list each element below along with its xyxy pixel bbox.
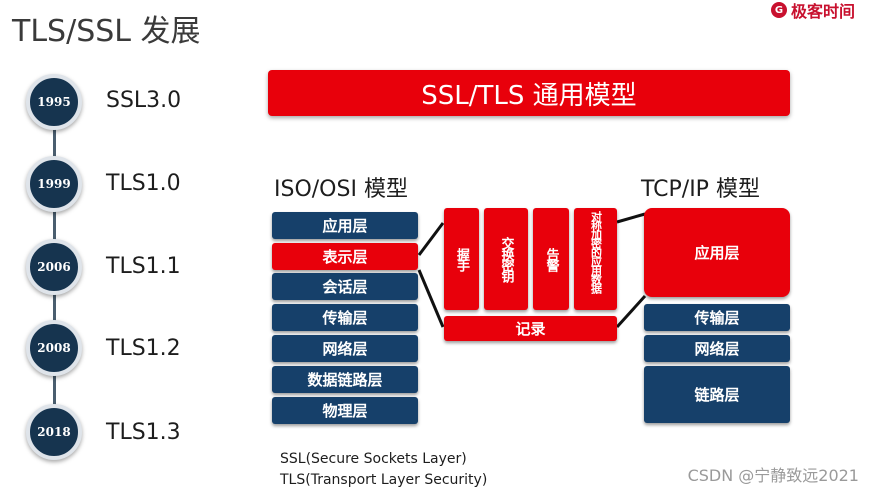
iso-osi-title: ISO/OSI 模型 <box>274 177 408 202</box>
connector-iso-top <box>417 222 445 256</box>
timeline-version-2006: TLS1.1 <box>106 254 181 279</box>
tls-alert-block: 告警 <box>533 208 569 310</box>
connector-tcp-top <box>616 212 646 224</box>
timeline-year-2018: 2018 <box>26 404 82 460</box>
timeline-version-2008: TLS1.2 <box>106 336 181 361</box>
tls-app-data-label: 对称加密的应用数据 <box>589 211 603 292</box>
osi-layer-presentation: 表示层 <box>272 243 418 270</box>
osi-layer-application: 应用层 <box>272 212 418 239</box>
osi-layer-session: 会话层 <box>272 273 418 300</box>
footnote-tls: TLS(Transport Layer Security) <box>280 472 488 488</box>
timeline-version-2018: TLS1.3 <box>106 420 181 445</box>
tls-app-data-block: 对称加密的应用数据 <box>574 208 617 310</box>
tls-handshake-label: 握手 <box>454 248 469 270</box>
osi-layer-transport: 传输层 <box>272 304 418 331</box>
tcpip-layer-link: 链路层 <box>644 366 790 423</box>
timeline-year-2006: 2006 <box>26 239 82 295</box>
tcpip-layer-transport: 传输层 <box>644 304 790 331</box>
footnote-ssl: SSL(Secure Sockets Layer) <box>280 451 467 467</box>
osi-layer-physical: 物理层 <box>272 397 418 424</box>
logo-mark-icon: G <box>771 2 787 18</box>
timeline-version-1999: TLS1.0 <box>106 171 181 196</box>
tcp-ip-title: TCP/IP 模型 <box>641 177 760 202</box>
timeline-year-1995: 1995 <box>26 74 82 130</box>
timeline-year-1999: 1999 <box>26 156 82 212</box>
timeline-year-2008: 2008 <box>26 320 82 376</box>
tls-handshake-block: 握手 <box>444 208 479 310</box>
tls-alert-label: 告警 <box>543 248 559 270</box>
tcpip-layer-application: 应用层 <box>644 208 790 297</box>
osi-layer-network: 网络层 <box>272 335 418 362</box>
tls-key-exchange-label: 交换密钥 <box>498 237 514 281</box>
model-banner: SSL/TLS 通用模型 <box>268 70 790 116</box>
tls-record-block: 记录 <box>444 316 617 341</box>
timeline-version-1995: SSL3.0 <box>106 88 182 113</box>
brand-logo: G 极客时间 <box>771 0 863 21</box>
page-title: TLS/SSL 发展 <box>12 14 201 49</box>
connector-tcp-bottom <box>615 294 647 329</box>
osi-layer-datalink: 数据链路层 <box>272 366 418 393</box>
watermark: CSDN @宁静致远2021 <box>687 466 859 485</box>
connector-iso-bottom <box>417 269 445 328</box>
tls-key-exchange-block: 交换密钥 <box>484 208 528 310</box>
tcpip-layer-network: 网络层 <box>644 335 790 362</box>
logo-text: 极客时间 <box>791 2 856 21</box>
